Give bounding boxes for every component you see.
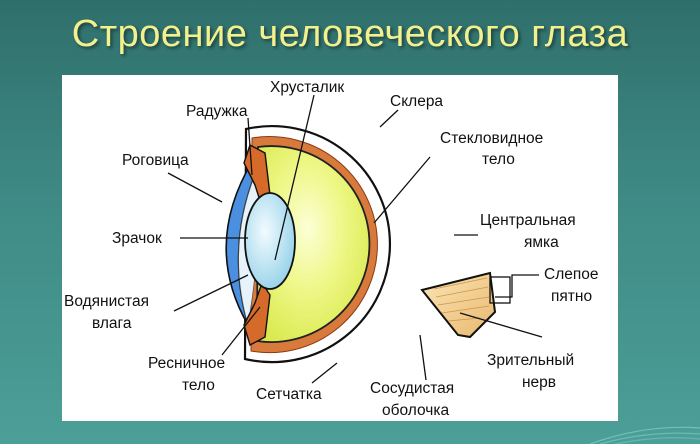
label-retina: Сетчатка xyxy=(256,386,322,403)
label-cornea: Роговица xyxy=(122,152,189,169)
slide-title: Строение человеческого глаза xyxy=(71,13,629,55)
label-blind-spot-2: пятно xyxy=(551,288,592,305)
blind-spot-marker xyxy=(489,276,511,304)
optic-nerve xyxy=(420,271,497,339)
label-choroid-2: оболочка xyxy=(382,402,449,419)
label-lens: Хрусталик xyxy=(270,79,344,96)
label-optic-nerve-1: Зрительный xyxy=(487,352,574,369)
label-fovea-1: Центральная xyxy=(480,212,576,229)
label-pupil: Зрачок xyxy=(112,230,162,247)
diagram-panel: Хрусталик Склера Радужка Стекловидное те… xyxy=(62,75,618,421)
label-blind-spot-1: Слепое xyxy=(544,266,599,283)
pointer-lines xyxy=(167,94,543,384)
label-sclera: Склера xyxy=(390,93,443,110)
label-vitreous-2: тело xyxy=(482,151,515,168)
ciliary-body-bottom xyxy=(243,281,271,347)
label-aqueous-2: влага xyxy=(92,315,132,332)
label-ciliary-1: Ресничное xyxy=(148,355,225,372)
label-fovea-2: ямка xyxy=(524,234,559,251)
vitreous-body xyxy=(256,145,371,343)
label-ciliary-2: тело xyxy=(182,377,215,394)
label-vitreous-1: Стекловидное xyxy=(440,130,543,147)
label-aqueous-1: Водянистая xyxy=(64,293,149,310)
label-optic-nerve-2: нерв xyxy=(522,374,556,391)
lens xyxy=(244,192,296,290)
label-choroid-1: Сосудистая xyxy=(370,380,454,397)
label-iris: Радужка xyxy=(186,103,248,120)
eye-diagram: Хрусталик Склера Радужка Стекловидное те… xyxy=(64,79,599,419)
